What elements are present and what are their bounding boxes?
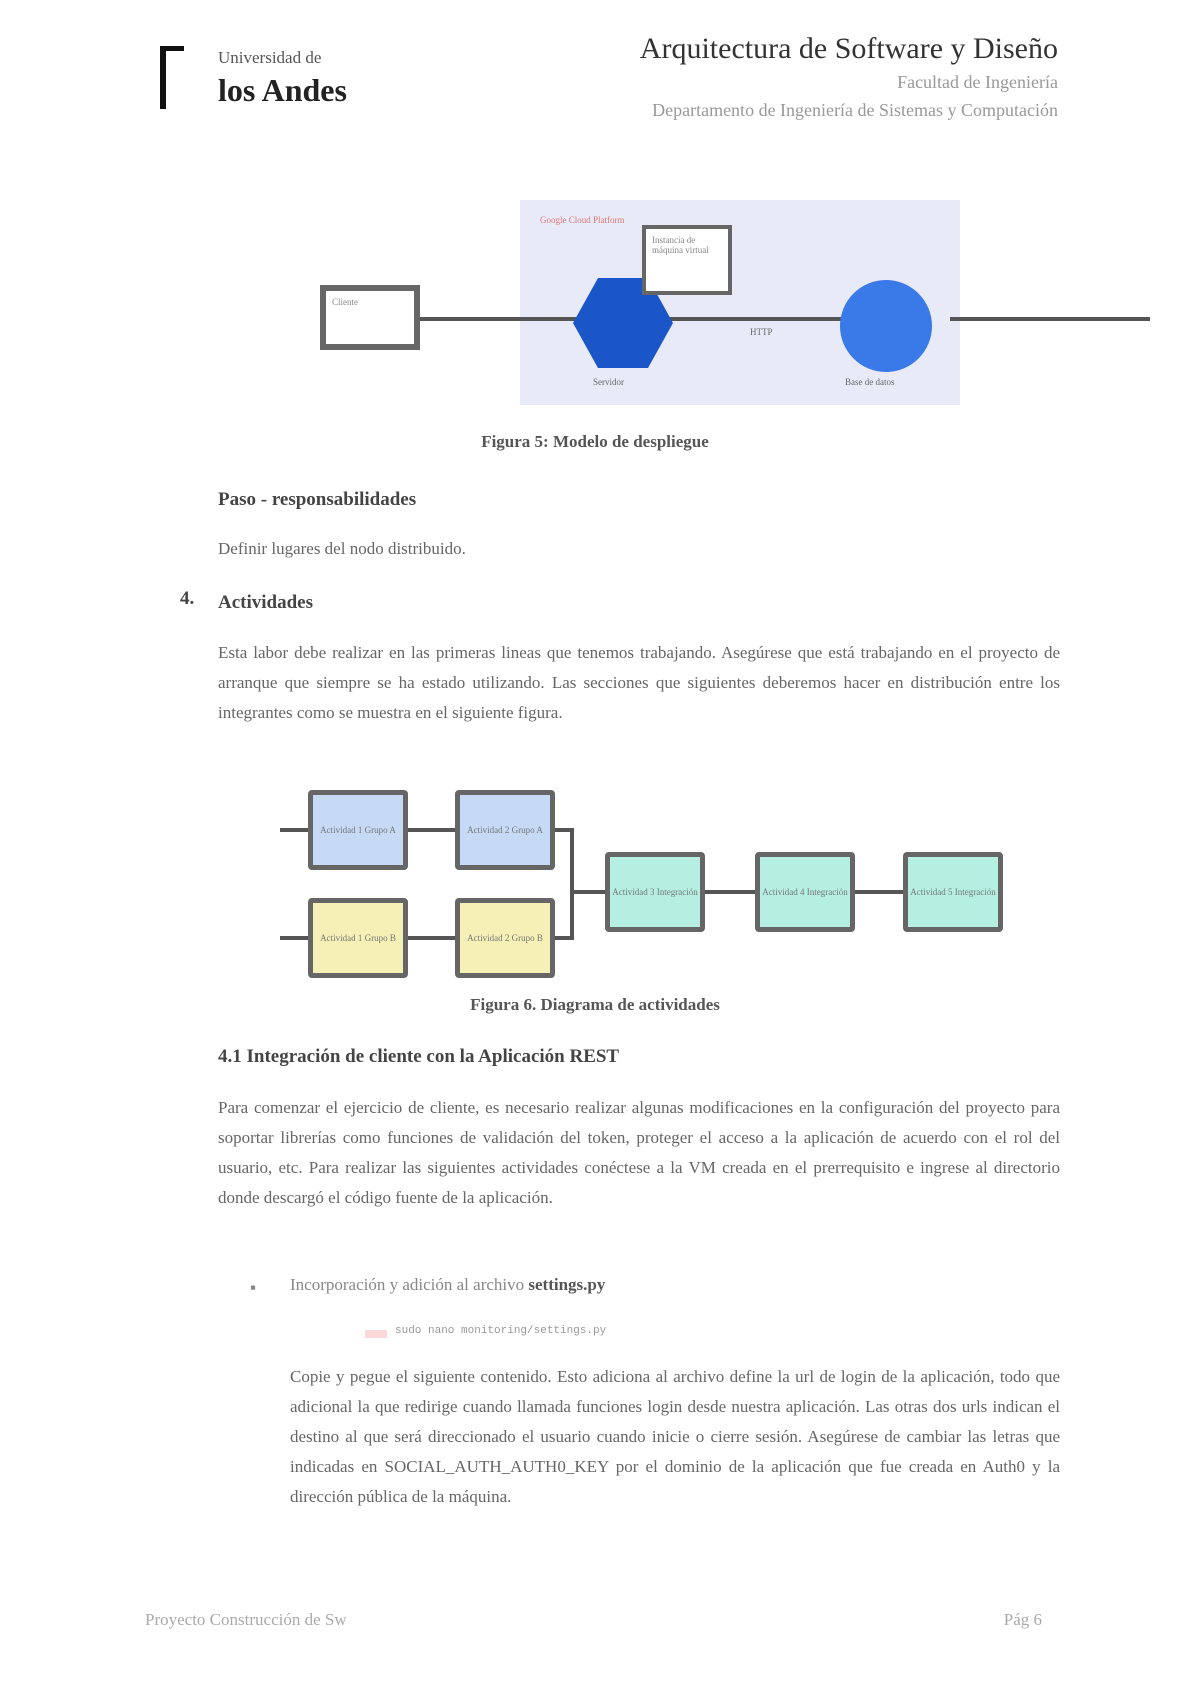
step-text: Definir lugares del nodo distribuido.: [218, 539, 466, 558]
bullet-item: Incorporación y adición al archivo setti…: [290, 1275, 606, 1294]
database-icon: [840, 280, 932, 372]
logo-mark-icon: [160, 46, 184, 109]
faculty-name: Facultad de Ingeniería: [897, 72, 1058, 92]
activity-diagram: Actividad 1 Grupo A Actividad 2 Grupo A …: [270, 780, 1020, 980]
database-label: Base de datos: [845, 377, 895, 387]
connector: [570, 828, 574, 940]
activity-box: Actividad 4 Integración: [755, 852, 855, 932]
footer-left: Proyecto Construcción de Sw: [145, 1610, 347, 1629]
university-logo: Universidad de los Andes: [160, 42, 370, 109]
section-heading: Actividades: [218, 592, 313, 613]
activity-box: Actividad 3 Integración: [605, 852, 705, 932]
connector: [950, 317, 1150, 321]
section-number: 4.: [180, 588, 195, 609]
connection-label: HTTP: [750, 327, 773, 337]
client-node: Cliente: [320, 285, 420, 350]
activity-box: Actividad 5 Integración: [903, 852, 1003, 932]
connector: [280, 828, 570, 832]
section-paragraph: Esta labor debe realizar en las primeras…: [218, 643, 1060, 722]
server-label: Servidor: [593, 377, 624, 387]
figure-5-caption: Figura 5: Modelo de despliegue: [481, 432, 709, 451]
activity-box: Actividad 1 Grupo B: [308, 898, 408, 978]
connector: [280, 936, 570, 940]
code-line: sudo nano monitoring/settings.py: [395, 1325, 607, 1337]
step-heading: Paso - responsabilidades: [218, 489, 417, 510]
bullet-icon: ▪: [250, 1278, 257, 1297]
region-label: Google Cloud Platform: [540, 215, 625, 225]
activity-box: Actividad 2 Grupo A: [455, 790, 555, 870]
page-number: Pág 6: [1003, 1610, 1042, 1629]
code-marker: [365, 1330, 387, 1338]
subsection-paragraph: Para comenzar el ejercicio de cliente, e…: [218, 1098, 1060, 1207]
subsection-heading: 4.1 Integración de cliente con la Aplica…: [218, 1046, 620, 1067]
department-name: Departamento de Ingeniería de Sistemas y…: [652, 100, 1058, 120]
note: Instancia de máquina virtual: [642, 225, 732, 295]
activity-box: Actividad 2 Grupo B: [455, 898, 555, 978]
figure-6-caption: Figura 6. Diagrama de actividades: [470, 995, 720, 1014]
course-title: Arquitectura de Software y Diseño: [639, 32, 1058, 65]
activity-box: Actividad 1 Grupo A: [308, 790, 408, 870]
deployment-diagram: Google Cloud Platform Cliente Servidor I…: [300, 195, 1150, 410]
instructions-paragraph: Copie y pegue el siguiente contenido. Es…: [290, 1367, 1060, 1506]
